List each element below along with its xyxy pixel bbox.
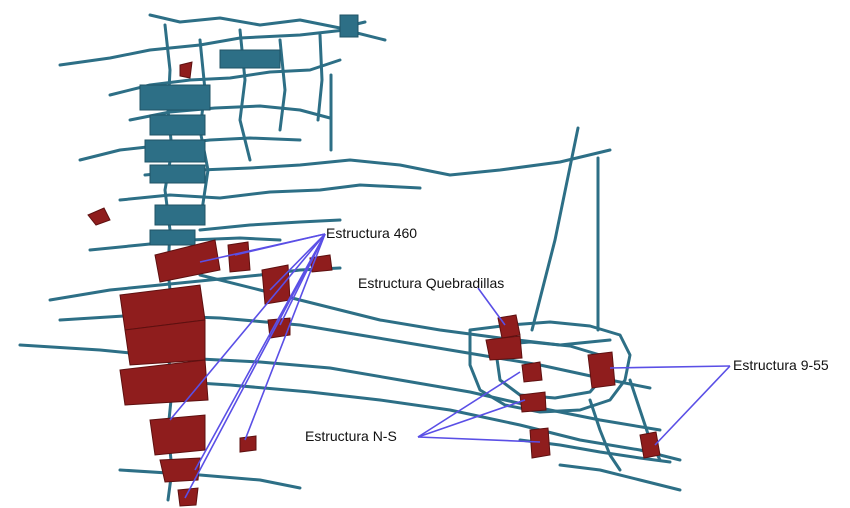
leader-estructura-460 <box>269 233 326 291</box>
stope-block <box>339 14 359 38</box>
tunnel-segment <box>468 320 632 414</box>
stope-block <box>149 114 206 136</box>
ore-bodies <box>87 61 661 507</box>
orebody <box>587 351 616 389</box>
stope-block <box>144 139 206 163</box>
stope-block <box>139 84 211 111</box>
tunnel-segment <box>143 148 612 177</box>
leader-lines <box>169 233 731 499</box>
orebody <box>119 359 209 406</box>
leader-quebradillas <box>477 287 506 326</box>
tunnel-segment <box>588 398 622 472</box>
label-estructura-460: Estructura 460 <box>326 225 418 241</box>
orebody <box>529 427 551 459</box>
orebody <box>179 61 193 79</box>
tunnel-segment <box>118 468 302 490</box>
stope-block <box>219 49 281 69</box>
leader-9-55 <box>654 365 731 446</box>
orebody <box>485 335 523 361</box>
label-estructura-quebradillas: Estructura Quebradillas <box>358 275 505 291</box>
orebody <box>639 431 661 459</box>
tunnel-segment <box>558 463 682 492</box>
orebody <box>149 414 206 456</box>
orebody <box>521 361 543 383</box>
tunnel-segment <box>148 378 682 462</box>
orebody <box>497 314 521 339</box>
orebody <box>239 435 257 453</box>
stope-blocks <box>139 14 359 246</box>
stope-block <box>149 229 196 246</box>
leader-estructura-460 <box>184 233 326 499</box>
orebody <box>519 391 547 413</box>
leader-n-s <box>417 436 541 443</box>
leader-estructura-460 <box>244 233 326 441</box>
label-estructura-9-55: Estructura 9-55 <box>733 357 829 373</box>
shaft <box>530 126 580 332</box>
tunnel-segment <box>148 13 367 30</box>
orebody <box>154 239 221 283</box>
tunnel-segment <box>58 28 387 67</box>
leader-estructura-460 <box>169 233 326 421</box>
tunnel-segment <box>48 266 342 302</box>
stope-block <box>154 204 206 226</box>
tunnel-segment <box>128 104 332 122</box>
tunnel-segment <box>198 218 342 232</box>
leader-n-s <box>417 399 526 438</box>
tunnel-segment <box>118 183 422 202</box>
label-estructura-n-s: Estructura N-S <box>305 428 397 444</box>
orebody <box>227 241 251 273</box>
tunnel-segment <box>278 38 287 132</box>
leader-9-55 <box>609 365 731 369</box>
leader-n-s <box>417 371 521 438</box>
orebody <box>177 487 199 507</box>
orebody <box>159 457 201 483</box>
leader-estructura-460 <box>234 233 326 256</box>
tunnel-segment <box>316 33 324 122</box>
orebody <box>87 207 111 226</box>
tunnel-segment <box>18 343 662 432</box>
stope-block <box>149 164 206 184</box>
